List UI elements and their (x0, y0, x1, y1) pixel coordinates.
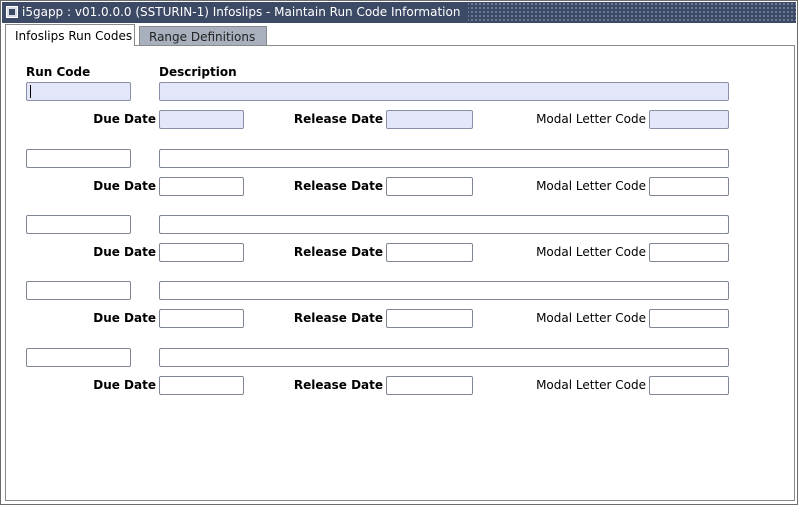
modal-letter-code-label: Modal Letter Code (536, 179, 646, 193)
release-date-label: Release Date (293, 179, 383, 193)
text-cursor (30, 85, 31, 98)
run-code-input[interactable] (26, 348, 131, 367)
modal-letter-code-label: Modal Letter Code (536, 245, 646, 259)
window-title: i5gapp : v01.0.0.0 (SSTURIN-1) Infoslips… (22, 5, 461, 19)
release-date-input[interactable] (386, 309, 473, 328)
modal-letter-code-input[interactable] (649, 376, 729, 395)
description-input[interactable] (159, 281, 729, 300)
due-date-input[interactable] (159, 177, 244, 196)
title-label-area: i5gapp : v01.0.0.0 (SSTURIN-1) Infoslips… (2, 2, 469, 23)
modal-letter-code-label: Modal Letter Code (536, 311, 646, 325)
description-input[interactable] (159, 348, 729, 367)
due-date-label: Due Date (93, 311, 156, 325)
modal-letter-code-input[interactable] (649, 110, 729, 129)
modal-letter-code-label: Modal Letter Code (536, 378, 646, 392)
release-date-input[interactable] (386, 177, 473, 196)
due-date-input[interactable] (159, 243, 244, 262)
description-header: Description (159, 65, 237, 79)
due-date-label: Due Date (93, 245, 156, 259)
modal-letter-code-input[interactable] (649, 309, 729, 328)
modal-letter-code-label: Modal Letter Code (536, 112, 646, 126)
tab-infoslips-run-codes[interactable]: Infoslips Run Codes (5, 24, 135, 46)
due-date-input[interactable] (159, 309, 244, 328)
due-date-label: Due Date (93, 378, 156, 392)
run-code-header: Run Code (26, 65, 91, 79)
due-date-input[interactable] (159, 110, 244, 129)
run-code-input[interactable] (26, 149, 131, 168)
release-date-label: Release Date (293, 311, 383, 325)
release-date-label: Release Date (293, 378, 383, 392)
due-date-label: Due Date (93, 179, 156, 193)
description-input[interactable] (159, 215, 729, 234)
run-code-input[interactable] (26, 82, 131, 101)
title-bar[interactable]: i5gapp : v01.0.0.0 (SSTURIN-1) Infoslips… (2, 2, 796, 23)
due-date-input[interactable] (159, 376, 244, 395)
release-date-input[interactable] (386, 376, 473, 395)
run-code-input[interactable] (26, 215, 131, 234)
tab-range-definitions[interactable]: Range Definitions (139, 26, 267, 46)
description-input[interactable] (159, 149, 729, 168)
description-input[interactable] (159, 82, 729, 101)
release-date-label: Release Date (293, 245, 383, 259)
release-date-input[interactable] (386, 243, 473, 262)
run-code-input[interactable] (26, 281, 131, 300)
modal-letter-code-input[interactable] (649, 243, 729, 262)
due-date-label: Due Date (93, 112, 156, 126)
release-date-input[interactable] (386, 110, 473, 129)
release-date-label: Release Date (293, 112, 383, 126)
tab-strip: Infoslips Run Codes Range Definitions (5, 24, 797, 46)
modal-letter-code-input[interactable] (649, 177, 729, 196)
app-icon (6, 6, 18, 18)
